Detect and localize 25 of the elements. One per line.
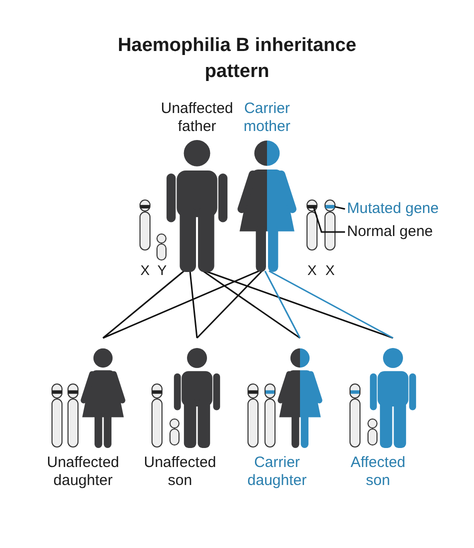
inheritance-line [102,270,260,339]
gene-label: Normal gene [347,224,433,240]
inheritance-line [189,270,198,338]
diagram-title: Haemophilia B inheritance pattern [116,34,358,84]
inheritance-line [268,270,394,339]
inheritance-line [204,270,394,339]
inheritance-line [202,270,300,339]
chromosome-label: X [139,262,151,278]
leader-line [312,206,345,233]
person-label: Unaffected father [160,100,234,136]
chromosome-label: X [324,262,336,278]
inheritance-line [196,270,263,339]
leader-line [334,206,346,210]
chromosome-label: X [306,262,318,278]
inheritance-line [264,270,301,338]
person-label: Carrier daughter [246,454,308,490]
person-label: Affected son [350,454,406,490]
gene-label: Mutated gene [347,201,439,217]
person-label: Unaffected daughter [46,454,120,490]
gene-band [326,204,334,208]
gene-band [308,204,316,208]
chromosome-label: Y [156,262,168,278]
person-label: Carrier mother [242,100,292,136]
inheritance-line [102,270,184,339]
person-label: Unaffected son [142,454,218,490]
